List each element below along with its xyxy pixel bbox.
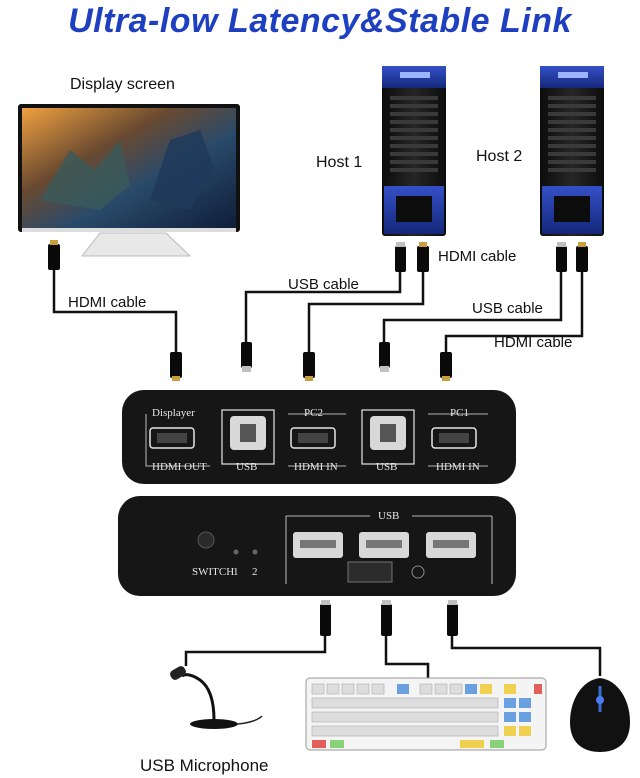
switch-front-panel <box>118 496 516 596</box>
host2-tower <box>540 66 604 236</box>
host1-label: Host 1 <box>316 154 363 171</box>
display-monitor <box>18 104 240 257</box>
pc1-label: PC1 <box>450 407 469 419</box>
usb-cable-label-1: USB cable <box>288 276 359 293</box>
hdmi-cable-label-left: HDMI cable <box>68 294 147 311</box>
page-title: Ultra-low Latency&Stable Link <box>68 2 572 40</box>
switch-back-panel <box>122 390 516 484</box>
usb-microphone <box>170 666 263 729</box>
cable-plugs <box>48 244 588 636</box>
pc2-label: PC2 <box>304 407 323 419</box>
displayer-label: Displayer <box>152 407 195 419</box>
led2-label: 2 <box>252 566 258 578</box>
usb-cable-label-2: USB cable <box>472 300 543 317</box>
hdmi-in-label-1: HDMI IN <box>294 461 338 473</box>
hdmi-cable-label-top: HDMI cable <box>438 248 517 265</box>
led1-label: 1 <box>233 566 239 578</box>
cables <box>52 270 602 680</box>
usb-port-label-1: USB <box>236 461 258 473</box>
display-screen-label: Display screen <box>70 76 175 93</box>
usb-port-label-2: USB <box>376 461 398 473</box>
host2-label: Host 2 <box>476 148 523 165</box>
hdmi-out-label: HDMI OUT <box>152 461 207 473</box>
keyboard <box>305 677 547 751</box>
switch-label: SWITCH <box>192 566 235 578</box>
host1-tower <box>382 66 446 236</box>
hdmi-in-label-2: HDMI IN <box>436 461 480 473</box>
hdmi-cable-label-2: HDMI cable <box>494 334 573 351</box>
usb-hub-label: USB <box>378 510 400 522</box>
gaming-mouse <box>570 678 630 752</box>
usb-microphone-label: USB Microphone <box>140 756 269 775</box>
